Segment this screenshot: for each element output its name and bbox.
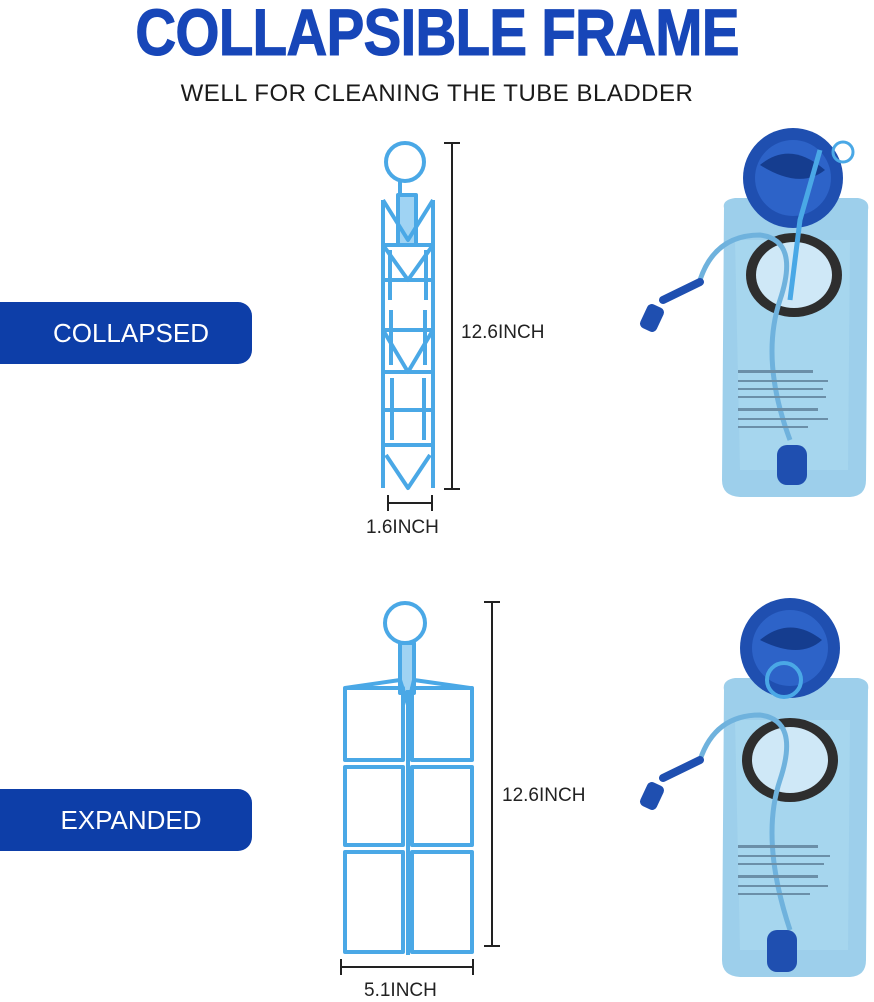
collapsed-width-dimension [387,495,433,511]
collapsed-height-label: 12.6INCH [461,322,545,343]
collapsed-label: COLLAPSED [52,317,210,348]
collapsed-height-dimension [444,142,460,490]
expanded-height-label: 12.6INCH [502,785,586,806]
bladder-with-collapsed-frame-image [639,128,869,497]
collapsed-width-label: 1.6INCH [366,517,439,538]
page-subtitle: WELL FOR CLEANING THE TUBE BLADDER [180,80,694,107]
expanded-height-dimension [484,601,500,947]
expanded-width-label: 5.1INCH [364,980,437,1001]
bladder-with-expanded-frame-image [639,598,869,977]
expanded-label-badge: EXPANDED [0,789,252,851]
collapsed-label-badge: COLLAPSED [0,302,252,364]
page-title: COLLAPSIBLE FRAME [135,0,740,70]
expanded-label: EXPANDED [60,804,202,835]
expanded-width-dimension [340,959,474,975]
expanded-frame-illustration [343,601,474,955]
collapsed-frame-illustration [381,141,435,490]
